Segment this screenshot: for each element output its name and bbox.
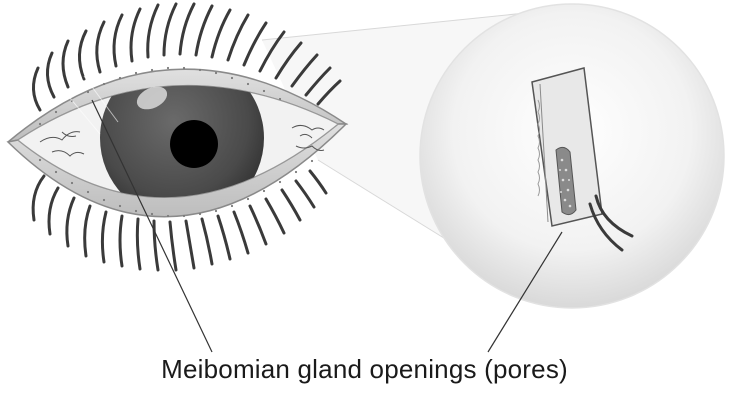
diagram-label: Meibomian gland openings (pores) [0,354,729,385]
pupil [170,120,218,168]
magnifier [420,4,724,308]
